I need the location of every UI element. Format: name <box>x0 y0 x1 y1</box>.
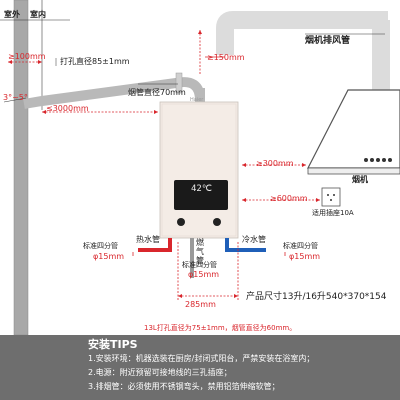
knob-left <box>177 218 185 226</box>
label-d600: ≥600mm <box>270 194 308 203</box>
wall <box>14 0 28 335</box>
label-std-left: 标准四分管 <box>83 242 118 250</box>
tips-title: 安装TIPS <box>88 338 138 351</box>
guide-lines <box>0 19 385 103</box>
dimension-lines <box>8 30 320 300</box>
tips-line-1: 1.安装环境：机器选装在厨房/封闭式阳台，严禁安装在浴室内； <box>88 354 315 363</box>
label-slope: 3°~5° <box>3 93 28 102</box>
label-d300: ≥300mm <box>256 159 294 168</box>
label-hot-pipe: 热水管 <box>136 235 160 244</box>
label-std-right: 标准四分管 <box>283 242 318 250</box>
label-dia-left: φ15mm <box>93 252 125 261</box>
knob-right <box>213 218 221 226</box>
hood-duct-vertical <box>372 20 390 90</box>
label-outdoor: 室外 <box>4 10 20 19</box>
hot-water-pipe <box>150 238 172 252</box>
installation-tips: 安装TIPS 1.安装环境：机器选装在厨房/封闭式阳台，严禁安装在浴室内； 2.… <box>0 335 400 400</box>
hood-buttons <box>364 158 392 162</box>
cold-water-pipe <box>225 238 252 252</box>
label-d285: 285mm <box>185 300 216 309</box>
flue-pipe-vertical <box>195 88 205 102</box>
water-heater <box>159 101 239 239</box>
label-cold-pipe: 冷水管 <box>242 235 266 244</box>
heater-display <box>174 180 228 210</box>
label-d3000: ≤3000mm <box>46 104 89 113</box>
power-socket <box>321 187 341 207</box>
flue-pipe-horizontal <box>23 78 177 109</box>
label-d150: ≥150mm <box>207 53 245 62</box>
label-indoor: 室内 <box>30 10 46 19</box>
label-socket: 适用插座10A <box>312 209 354 217</box>
label-std-mid: 标准四分管 <box>182 261 217 269</box>
label-hood: 烟机 <box>352 175 368 184</box>
diagram-drawing <box>0 0 400 335</box>
range-hood-bottom <box>307 167 400 175</box>
label-hole-diameter: 打孔直径85±1mm <box>60 57 130 66</box>
range-hood <box>307 89 400 169</box>
heater-brand: Haier <box>190 97 204 103</box>
label-flue-diameter: 烟管直径70mm <box>128 88 186 97</box>
label-d100: ≥100mm <box>8 52 46 61</box>
hood-exhaust-duct <box>216 11 388 55</box>
label-gas-pipe: 燃气管 <box>196 238 204 265</box>
dimension-arrows <box>8 30 320 298</box>
heater-display-temp: 42℃ <box>191 184 212 194</box>
label-hood-duct: 烟机排风管 <box>305 36 351 46</box>
label-product-size: 产品尺寸13升/16升540*370*154 <box>246 292 387 302</box>
label-dia-mid: φ15mm <box>188 270 220 279</box>
tips-line-3: 3.排烟管：必须使用不锈钢弯头，禁用铝箔伸缩软管； <box>88 382 280 391</box>
label-note: 13L打孔直径为75±1mm，烟管直径为60mm。 <box>144 324 297 332</box>
label-dia-right: φ15mm <box>289 252 321 261</box>
tips-line-2: 2.电源：附近预留可接地线的三孔插座； <box>88 368 232 377</box>
